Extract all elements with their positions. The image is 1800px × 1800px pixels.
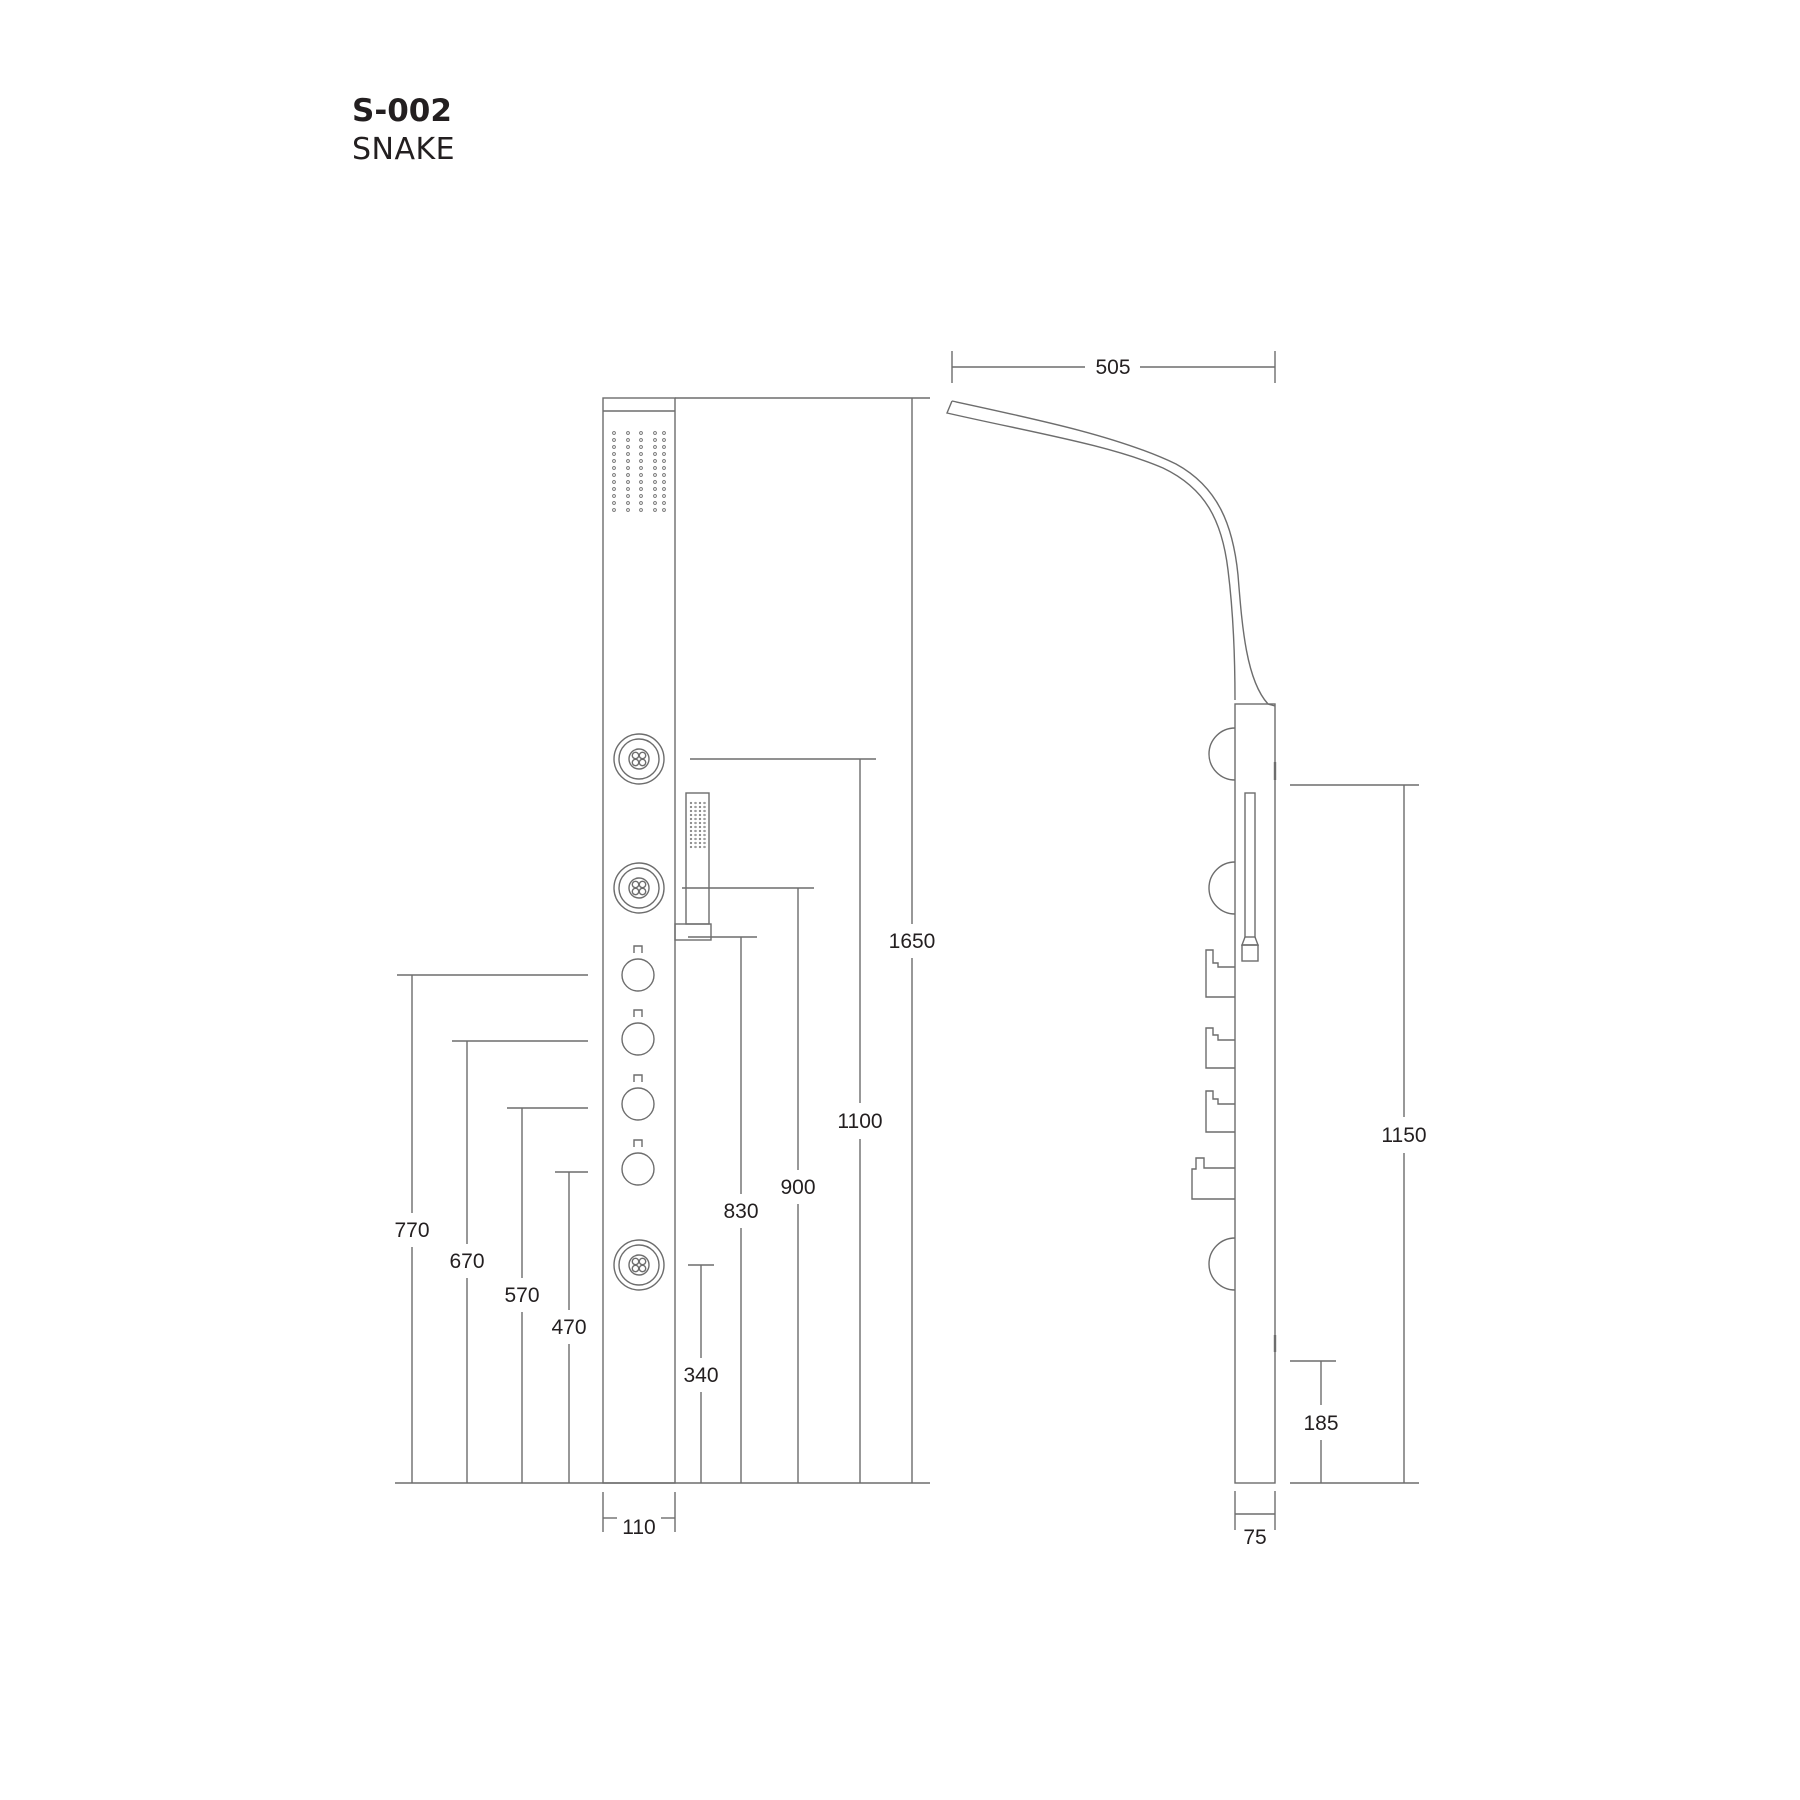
model-name: SNAKE: [352, 132, 456, 167]
dim-1650: [675, 397, 930, 1483]
label-505: 505: [1095, 356, 1130, 379]
label-830: 830: [723, 1200, 758, 1223]
body-jet-lower: [613, 1239, 665, 1291]
side-knob-2: [1205, 1027, 1235, 1069]
label-1150: 1150: [1381, 1124, 1426, 1147]
dim-670: [452, 1040, 588, 1483]
front-panel-body: [602, 397, 676, 1484]
label-340: 340: [683, 1364, 718, 1387]
control-knob-2: [621, 1009, 655, 1056]
control-knob-4: [621, 1139, 655, 1186]
side-jet-middle: [1208, 861, 1236, 915]
title-block: S-002 SNAKE: [352, 92, 455, 170]
label-185: 185: [1303, 1412, 1338, 1435]
front-view: [395, 397, 930, 1532]
dim-110: [602, 1492, 676, 1532]
label-570: 570: [504, 1284, 539, 1307]
dim-470: [555, 1171, 588, 1483]
side-knob-3: [1205, 1090, 1235, 1133]
dim-185: [1290, 1360, 1336, 1483]
dim-1150: [1290, 784, 1419, 1483]
side-jet-lower: [1208, 1237, 1236, 1291]
model-code: S-002: [352, 93, 452, 129]
dim-900: [682, 887, 814, 1483]
side-panel-body: [1234, 703, 1276, 1484]
control-knob-1: [621, 945, 655, 992]
control-knob-3: [621, 1074, 655, 1121]
dim-570: [507, 1107, 588, 1483]
dim-340: [688, 1264, 714, 1483]
side-knob-thermostatic: [1191, 1157, 1235, 1200]
side-view: [946, 351, 1419, 1530]
label-75: 75: [1243, 1526, 1266, 1549]
dim-505: [951, 351, 1276, 383]
body-jet-upper: [613, 733, 665, 785]
label-470: 470: [551, 1316, 586, 1339]
label-1650: 1650: [889, 930, 936, 953]
body-jet-middle: [613, 862, 665, 914]
side-overhead-arm-outer: [951, 400, 1276, 707]
rain-head-nozzle-grid: [612, 431, 666, 512]
side-hand-shower: [1240, 792, 1260, 962]
label-770: 770: [394, 1219, 429, 1242]
side-knob-1: [1205, 949, 1235, 998]
label-900: 900: [780, 1176, 815, 1199]
label-110: 110: [622, 1516, 655, 1539]
dim-770: [397, 974, 588, 1483]
dim-1100: [690, 758, 876, 1483]
side-overhead-arm: [946, 400, 1236, 701]
hand-shower-holder: [674, 923, 712, 941]
label-1100: 1100: [837, 1110, 882, 1133]
label-670: 670: [449, 1250, 484, 1273]
side-jet-upper: [1208, 727, 1236, 781]
hand-shower: [685, 792, 710, 925]
dim-830: [688, 936, 757, 1483]
dim-75: [1234, 1491, 1276, 1530]
